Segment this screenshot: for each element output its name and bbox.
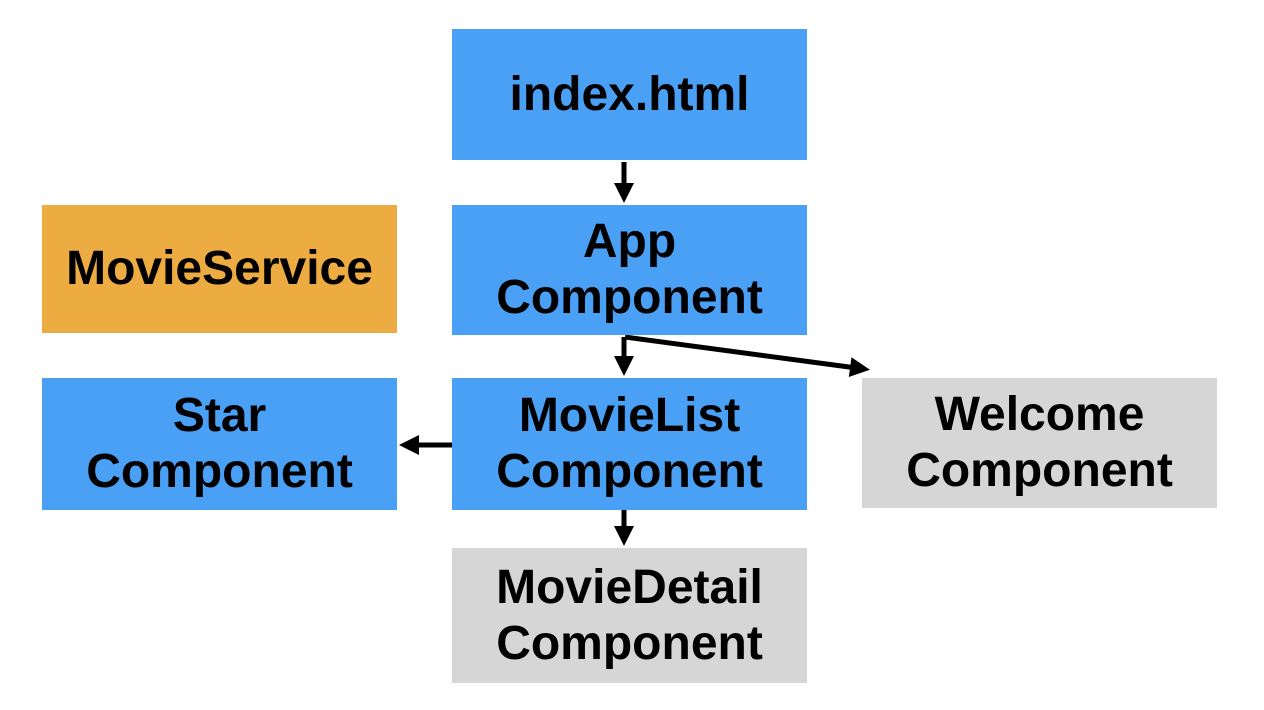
arrow-app-to-welcome xyxy=(624,334,870,378)
node-moviedetail-component-label: MovieDetail Component xyxy=(496,560,763,670)
node-app-component-label: App Component xyxy=(496,215,763,324)
node-movie-service-label: MovieService xyxy=(66,242,373,296)
node-index-html: index.html xyxy=(452,29,807,160)
node-movie-service: MovieService xyxy=(42,205,397,333)
node-movielist-component: MovieList Component xyxy=(452,378,807,510)
node-star-component-label: Star Component xyxy=(86,389,353,498)
node-star-component: Star Component xyxy=(42,378,397,510)
node-welcome-component: Welcome Component xyxy=(862,378,1217,508)
node-app-component: App Component xyxy=(452,205,807,335)
node-index-html-label: index.html xyxy=(509,67,750,121)
node-moviedetail-component: MovieDetail Component xyxy=(452,548,807,683)
node-welcome-component-label: Welcome Component xyxy=(906,388,1173,497)
node-movielist-component-label: MovieList Component xyxy=(496,389,763,498)
